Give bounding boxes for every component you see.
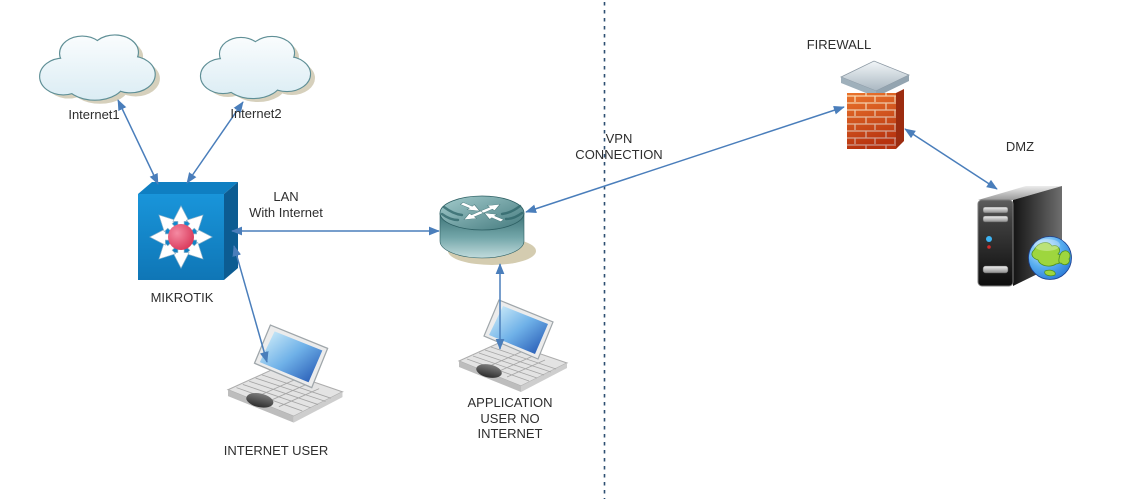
app-user-label-line2: USER NO <box>480 410 540 426</box>
server-globe-icon <box>977 186 1072 287</box>
vpn-edge-label-line2: CONNECTION <box>575 146 663 162</box>
vpn-edge-label-line1: VPN <box>605 131 633 146</box>
internet1-label: Internet1 <box>68 107 120 122</box>
app-user-label: APPLICATION USER NO INTERNET <box>467 395 552 442</box>
internet2-label: Internet2 <box>230 106 282 121</box>
cloud-icon <box>199 35 317 104</box>
cloud-icon <box>39 34 162 105</box>
laptop-icon <box>458 299 568 393</box>
firewall-label: FIREWALL <box>806 37 872 52</box>
connection-arrow-mikrotik-internet-user <box>232 245 269 363</box>
app-user-label-line1: APPLICATION <box>467 395 553 410</box>
vpn-edge-label: VPN CONNECTION <box>575 131 662 162</box>
lan-edge-label-line1: LAN <box>273 189 299 204</box>
router-icon <box>439 195 536 265</box>
internet-user-label: INTERNET USER <box>223 443 329 458</box>
dmz-label: DMZ <box>1005 139 1035 154</box>
app-user-label-line3: INTERNET <box>477 426 543 442</box>
connection-arrow-router-firewall-vpn <box>525 105 845 214</box>
brick-wall-icon <box>840 60 910 149</box>
lan-edge-label: LAN With Internet <box>249 189 323 220</box>
laptop-icon <box>227 324 344 424</box>
connection-arrow-mikrotik-internet2 <box>186 101 244 184</box>
switch-icon <box>138 182 238 280</box>
globe-icon <box>1028 236 1072 280</box>
connection-arrow-firewall-dmz <box>904 128 998 190</box>
lan-edge-label-line2: With Internet <box>249 204 323 220</box>
mikrotik-label: MIKROTIK <box>150 290 214 305</box>
connection-arrow-mikrotik-internet1 <box>117 99 159 185</box>
